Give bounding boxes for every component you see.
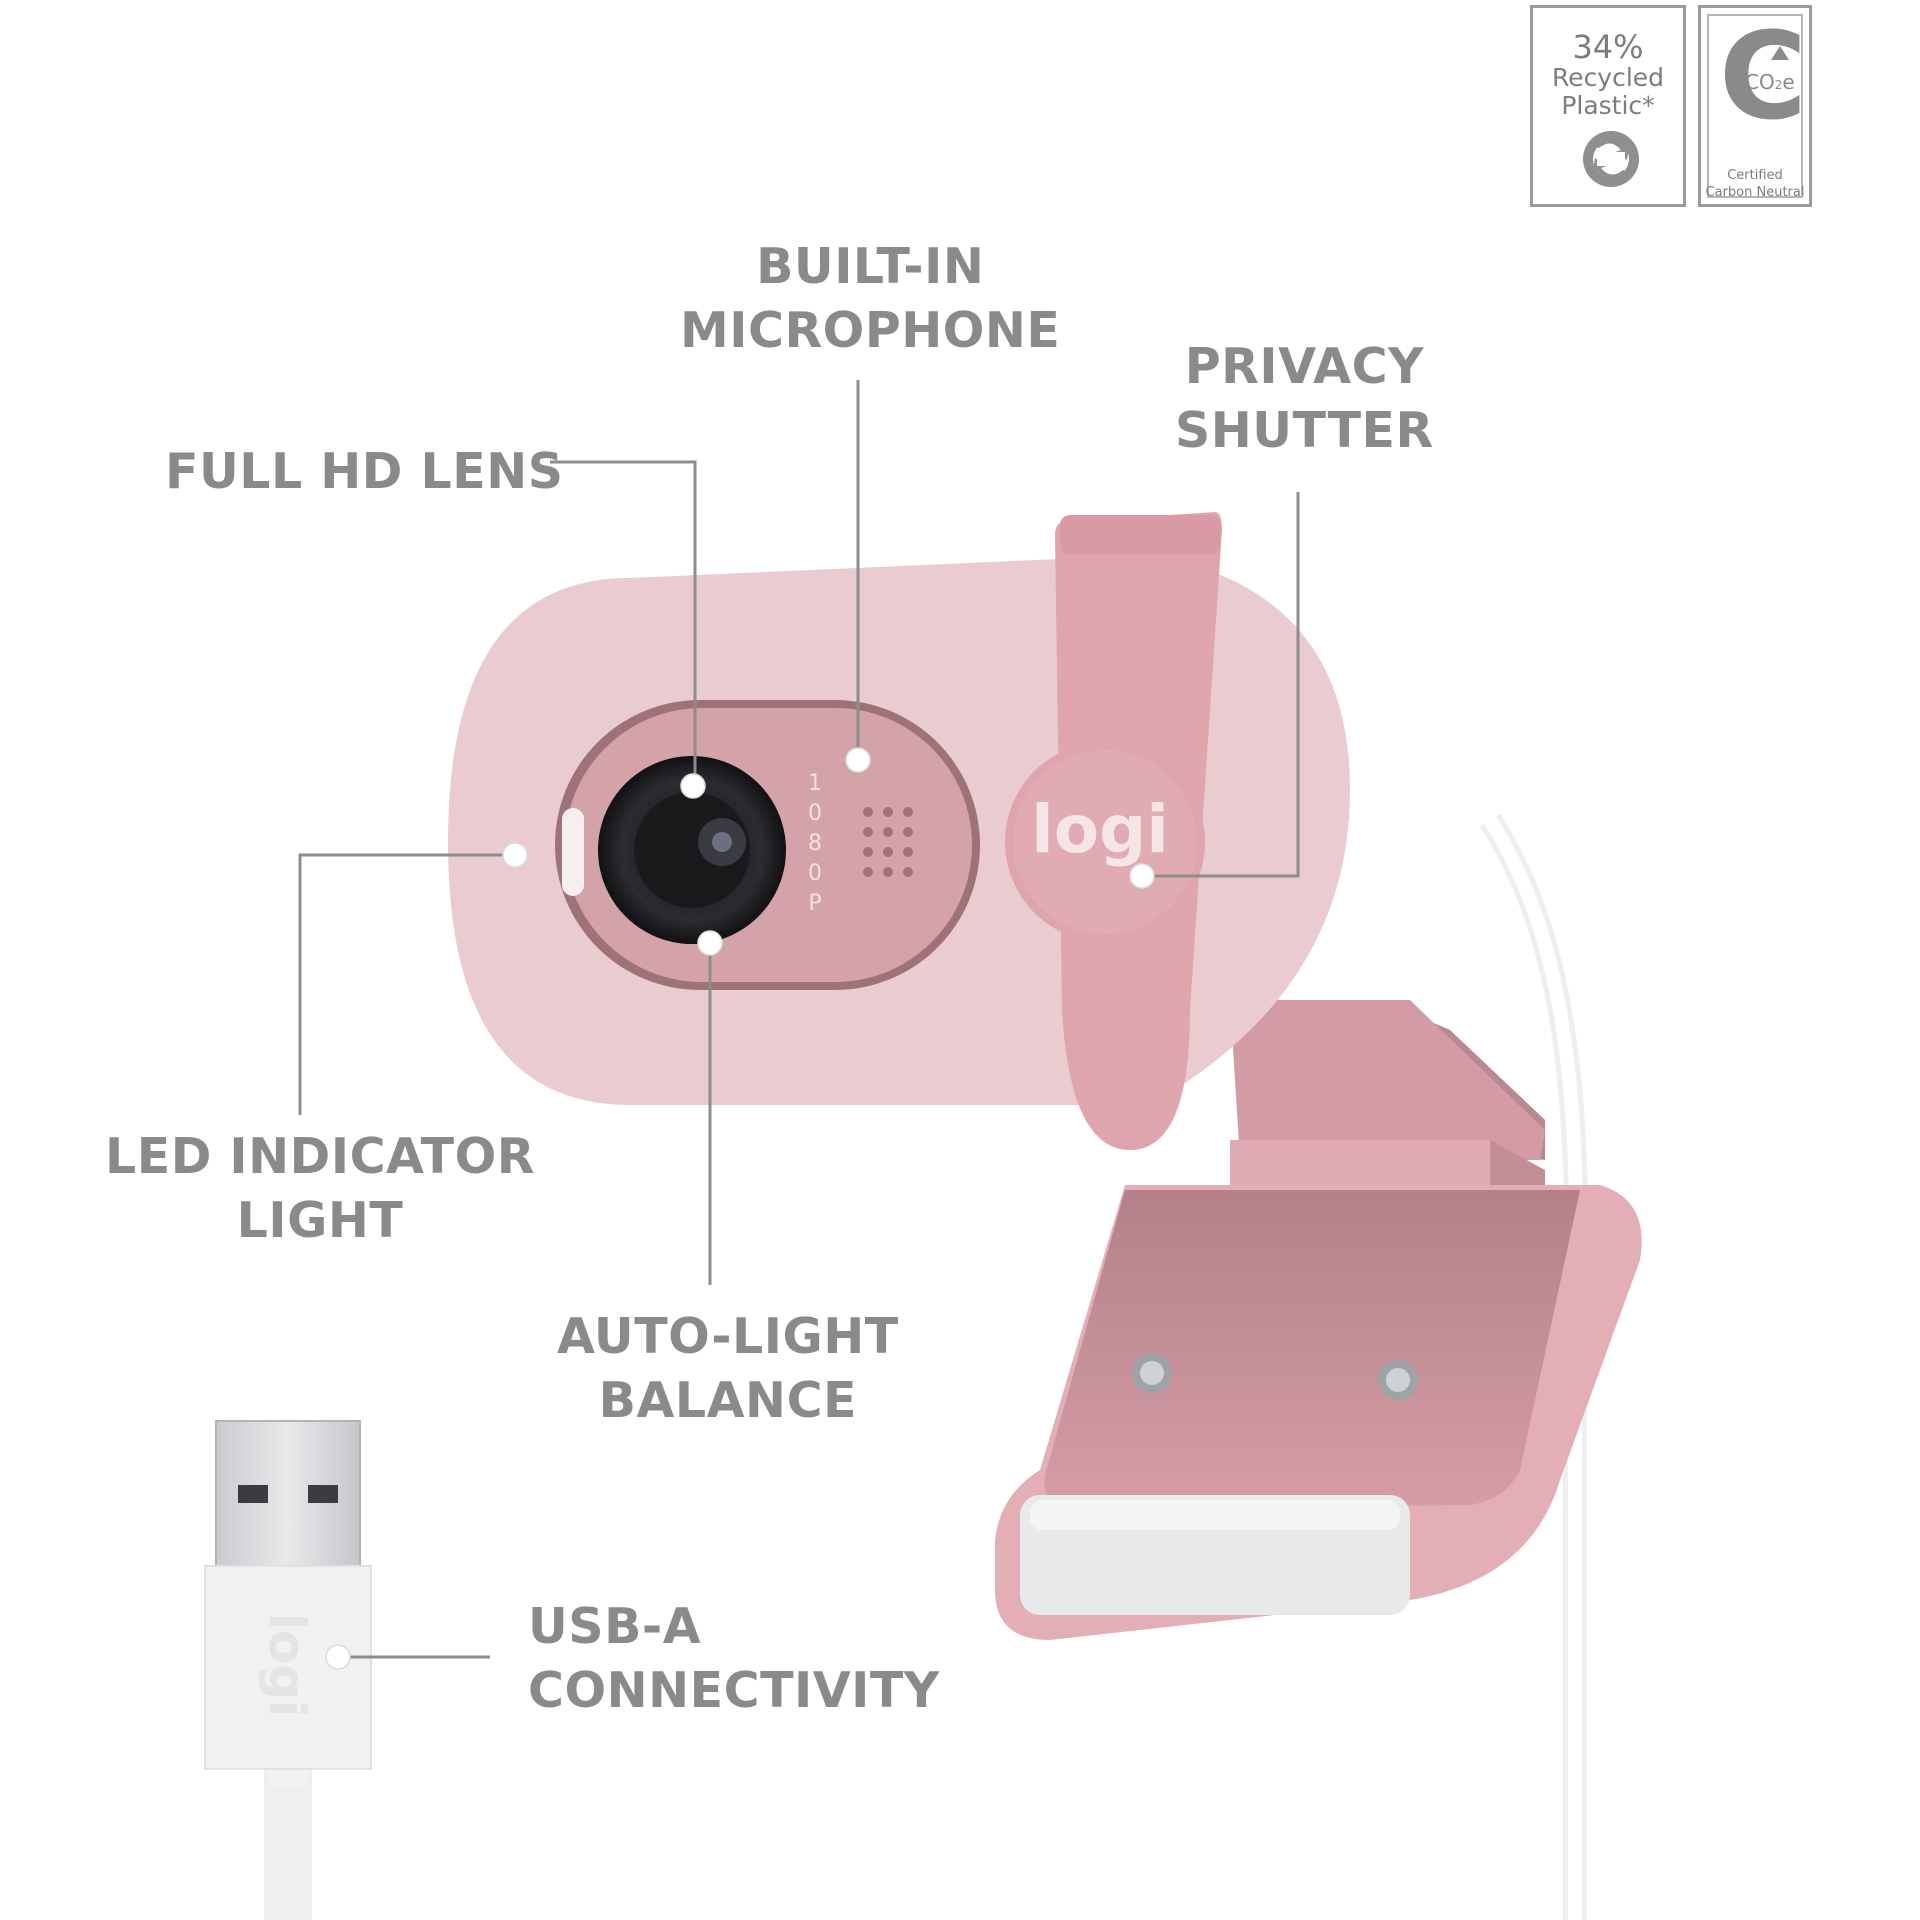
callout-autolight-line1: AUTO-LIGHT <box>557 1308 899 1365</box>
carbon-badge-frame <box>1707 14 1803 198</box>
mount-hinge <box>1230 1000 1545 1210</box>
callout-autolight-line2: BALANCE <box>598 1372 857 1429</box>
callout-usb-line1: USB-A <box>528 1598 702 1655</box>
carbon-neutral-badge: C CO2e Certified Carbon Neutral <box>1698 5 1812 207</box>
recycled-line2: Plastic* <box>1561 91 1655 120</box>
callout-autolight: AUTO-LIGHT BALANCE <box>557 1305 899 1433</box>
callout-privacy-line1: PRIVACY <box>1184 338 1425 395</box>
microphone-dot <box>845 747 871 773</box>
lens-leader <box>550 460 697 785</box>
resolution-char: 0 <box>808 801 822 826</box>
carbon-symbol: C <box>1719 8 1808 147</box>
leader-lines <box>298 380 1300 1659</box>
privacy-dot <box>1129 863 1155 889</box>
recycled-line1: Recycled <box>1551 63 1665 92</box>
callout-led-line2: LIGHT <box>236 1192 404 1249</box>
privacy-shutter[interactable]: logi <box>1005 512 1222 1150</box>
callout-led: LED INDICATOR LIGHT <box>105 1125 535 1253</box>
privacy-leader <box>1142 492 1300 878</box>
resolution-char: 0 <box>808 861 822 886</box>
recycle-icon <box>1583 131 1639 187</box>
carbon-co2-label: CO2e <box>1745 70 1795 94</box>
carbon-co2-sub: 2 <box>1774 78 1783 92</box>
mount-base <box>995 1185 1642 1640</box>
callout-lens-text: FULL HD LENS <box>165 443 564 500</box>
resolution-mark: 1 0 8 0 P <box>808 771 822 916</box>
callout-led-line1: LED INDICATOR <box>105 1128 535 1185</box>
carbon-co2: CO <box>1745 70 1775 94</box>
callout-usb: USB-A CONNECTIVITY <box>528 1595 940 1723</box>
callout-privacy-line2: SHUTTER <box>1175 402 1434 459</box>
usb-dot <box>325 1644 351 1670</box>
carbon-co2-e: e <box>1782 70 1795 94</box>
usb-logo: logi <box>258 1613 316 1717</box>
callout-lens: FULL HD LENS <box>165 440 564 504</box>
usb-connector-metal <box>216 1421 360 1567</box>
recycled-percent: 34% <box>1572 28 1644 66</box>
recycled-plastic-badge: 34% Recycled Plastic* <box>1530 5 1686 207</box>
callout-microphone-line2: MICROPHONE <box>680 302 1061 359</box>
lens-dot <box>680 773 706 799</box>
callout-dots <box>325 747 1155 1670</box>
carbon-line1: Certified <box>1727 168 1783 183</box>
led-dot <box>502 842 528 868</box>
arrow-icon <box>1771 46 1789 60</box>
led-indicator <box>562 808 584 896</box>
callout-usb-line2: CONNECTIVITY <box>528 1662 940 1719</box>
callout-privacy: PRIVACY SHUTTER <box>1175 335 1434 463</box>
camera-logo: logi <box>1031 791 1169 868</box>
carbon-line2: Carbon Neutral <box>1705 185 1805 200</box>
resolution-char: 8 <box>808 831 822 856</box>
led-leader <box>298 853 515 1115</box>
microphone-holes <box>863 807 913 877</box>
resolution-char: 1 <box>808 771 822 796</box>
callout-microphone: BUILT-IN MICROPHONE <box>680 235 1060 363</box>
autolight-dot <box>697 930 723 956</box>
usb-plug: logi <box>204 1420 372 1920</box>
callout-microphone-line1: BUILT-IN <box>756 238 985 295</box>
resolution-char: P <box>808 891 821 916</box>
